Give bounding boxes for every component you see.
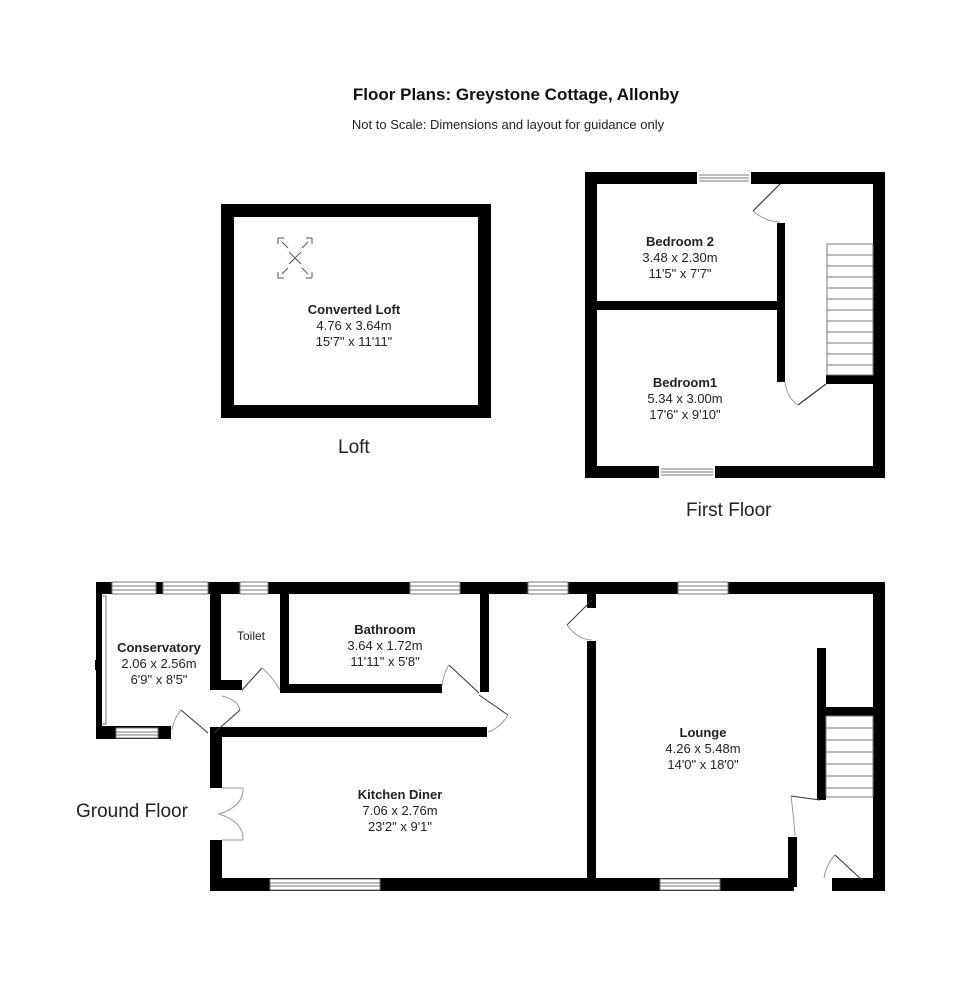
porch-wall [788, 837, 797, 887]
staircase-icon [825, 715, 874, 798]
page-subtitle: Not to Scale: Dimensions and layout for … [351, 117, 665, 132]
room-bathroom: Bathroom 3.64 x 1.72m 11'11" x 5'8" [310, 622, 460, 670]
room-imperial: 17'6" x 9'10" [649, 407, 721, 422]
lounge-left-wall [587, 641, 596, 881]
loft-plan [221, 204, 491, 418]
bedroom-divider-wall [597, 301, 780, 310]
landing-wall [777, 223, 785, 382]
room-imperial: 14'0" x 18'0" [667, 757, 739, 772]
floor-label-first-floor: First Floor [686, 500, 772, 521]
room-converted-loft: Converted Loft 4.76 x 3.64m 15'7" x 11'1… [254, 302, 454, 350]
stair-wall [817, 648, 826, 800]
window-icon [697, 172, 751, 184]
room-imperial: 15'7" x 11'11" [315, 334, 393, 349]
room-metric: 3.48 x 2.30m [642, 250, 718, 265]
window-icon [111, 581, 729, 891]
room-imperial: 6'9" x 8'5" [130, 672, 188, 687]
room-name: Bedroom1 [652, 375, 718, 390]
room-bedroom-1: Bedroom1 5.34 x 3.00m 17'6" x 9'10" [615, 375, 755, 423]
toilet-left-wall [210, 582, 221, 690]
room-bedroom-2: Bedroom 2 3.48 x 2.30m 11'5" x 7'7" [610, 234, 750, 282]
room-name: Conservatory [117, 640, 201, 655]
hall-wall [210, 727, 487, 737]
ground-right-wall [873, 582, 885, 891]
staircase-icon [826, 243, 874, 376]
kitchen-left-wall-upper [210, 730, 222, 788]
floor-label-ground-floor: Ground Floor [76, 801, 188, 822]
ground-floor-plan [95, 581, 885, 891]
room-toilet: Toilet [237, 629, 266, 643]
room-metric: 5.34 x 3.00m [647, 391, 723, 406]
toilet-bottom-wall [210, 680, 242, 690]
ground-bottom-wall-right [832, 878, 885, 891]
room-name: Bedroom 2 [646, 234, 714, 249]
window-icon [659, 466, 715, 478]
stair-end-wall [826, 375, 873, 384]
bathroom-left-wall [280, 582, 289, 692]
room-metric: 2.06 x 2.56m [121, 656, 197, 671]
page-title: Floor Plans: Greystone Cottage, Allonby [352, 85, 680, 104]
room-name: Kitchen Diner [357, 787, 443, 802]
floor-label-loft: Loft [338, 437, 370, 458]
first-floor-plan [585, 172, 885, 478]
room-name: Lounge [679, 725, 727, 740]
room-name: Converted Loft [307, 302, 401, 317]
room-metric: 4.76 x 3.64m [316, 318, 392, 333]
room-name: Bathroom [354, 622, 416, 637]
lounge-wall-top [587, 582, 596, 608]
bathroom-bottom-wall [280, 684, 442, 693]
french-doors-icon [217, 787, 244, 841]
room-conservatory: Conservatory 2.06 x 2.56m 6'9" x 8'5" [104, 640, 214, 688]
door-swing-icon [784, 381, 827, 406]
room-imperial: 23'2" x 9'1" [367, 819, 433, 834]
room-imperial: 11'11" x 5'8" [350, 654, 420, 669]
room-metric: 4.26 x 5.48m [665, 741, 741, 756]
room-kitchen-diner: Kitchen Diner 7.06 x 2.76m 23'2" x 9'1" [325, 787, 475, 835]
skylight-icon [277, 237, 313, 279]
room-metric: 3.64 x 1.72m [347, 638, 423, 653]
bathroom-right-wall [480, 582, 489, 692]
room-imperial: 11'5" x 7'7" [648, 266, 712, 281]
door-swing-icon [752, 183, 781, 223]
room-lounge: Lounge 4.26 x 5.48m 14'0" x 18'0" [643, 725, 763, 773]
kitchen-left-wall-lower [210, 840, 222, 891]
door-swing-icon [171, 599, 863, 881]
stair-top-wall [826, 707, 873, 716]
room-metric: 7.06 x 2.76m [362, 803, 438, 818]
